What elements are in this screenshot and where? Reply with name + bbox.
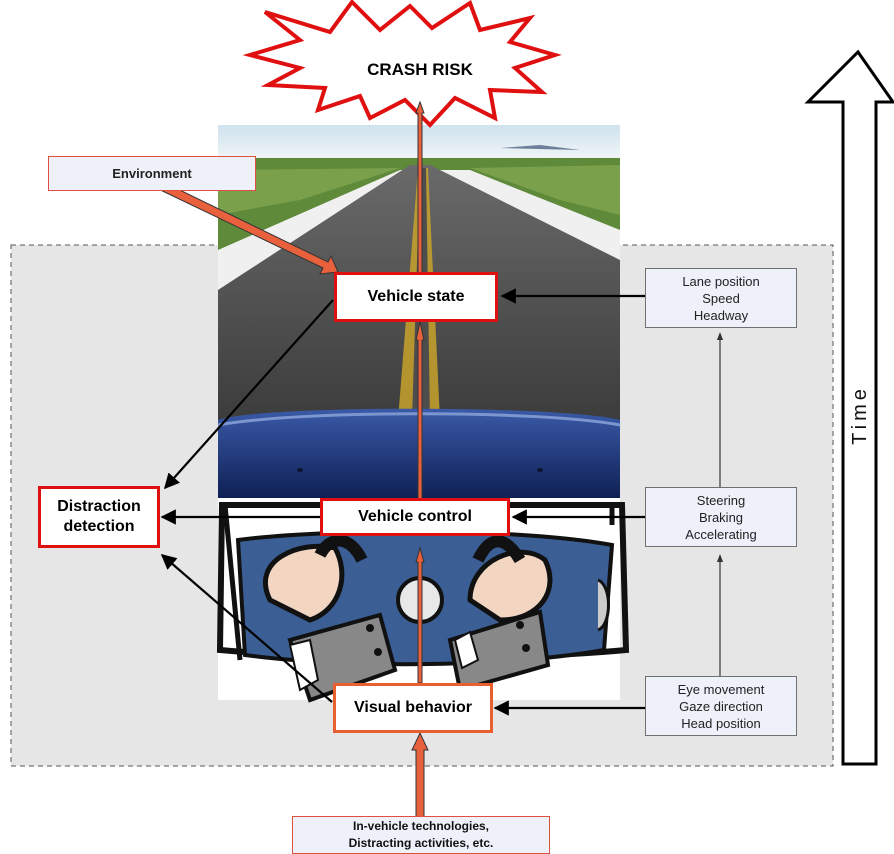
measure-head-position: Head position [681,715,761,731]
measure-lane-position: Lane position [682,273,760,289]
vehicle-control-box: Vehicle control [320,498,510,536]
vehicle-state-box: Vehicle state [334,272,498,322]
causal-arrows [149,100,429,826]
visual-behavior-label: Visual behavior [354,699,472,716]
control-measures-box: Steering Braking Accelerating [645,487,797,547]
measure-braking: Braking [698,509,744,525]
time-axis-label: Time [848,385,871,445]
visual-behavior-box: Visual behavior [333,683,493,733]
crash-risk-starburst [242,0,562,128]
measure-accelerating: Accelerating [685,526,757,542]
distraction-detection-box: Distraction detection [38,486,160,548]
vehicle-control-label: Vehicle control [358,508,472,525]
time-axis-arrow [804,49,894,766]
inputs-line2: Distracting activities, etc. [348,836,494,850]
visual-measures-box: Eye movement Gaze direction Head positio… [645,676,797,736]
measure-steering: Steering [696,492,746,508]
measure-speed: Speed [702,290,740,306]
state-measures-box: Lane position Speed Headway [645,268,797,328]
crash-risk-text: CRASH RISK [367,60,473,79]
measure-gaze-direction: Gaze direction [679,698,763,714]
crash-risk-label: CRASH RISK [330,55,510,85]
measure-eye-movement: Eye movement [677,681,765,697]
measure-headway: Headway [693,307,749,323]
distraction-detection-line2: detection [63,518,135,535]
influence-arrows [160,288,645,716]
distraction-detection-line1: Distraction [57,498,141,515]
environment-label: Environment [112,166,192,181]
environment-box: Environment [48,156,256,191]
inputs-line1: In-vehicle technologies, [352,819,490,833]
inputs-box: In-vehicle technologies, Distracting act… [292,816,550,854]
vehicle-state-label: Vehicle state [367,288,465,305]
